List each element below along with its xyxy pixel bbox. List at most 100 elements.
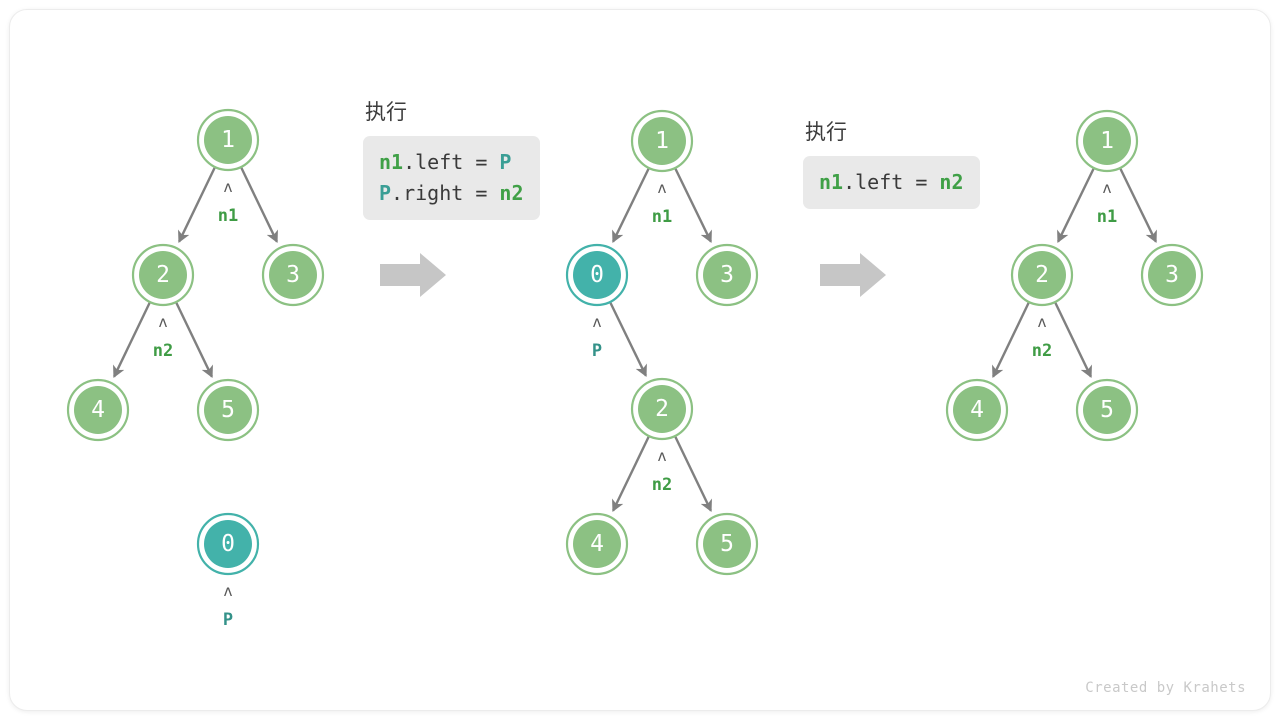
- tree-node-2[interactable]: 2: [1010, 243, 1074, 307]
- tree-node-1[interactable]: 1: [1075, 109, 1139, 173]
- code-token: n1: [819, 170, 844, 194]
- tree-edge: [175, 302, 213, 378]
- pointer-label-n2: n2: [1032, 341, 1052, 361]
- node-outer-ring: [196, 378, 260, 442]
- tree-node-3[interactable]: 3: [1140, 243, 1204, 307]
- tree-node-2[interactable]: 2: [630, 377, 694, 441]
- tree-edge: [612, 168, 650, 243]
- pointer-caret-icon: ʌ: [592, 313, 601, 331]
- node-value: 3: [720, 262, 734, 288]
- node-circle: [638, 117, 686, 165]
- tree-node-5[interactable]: 5: [695, 512, 759, 576]
- pointer-label-n2: n2: [153, 341, 173, 361]
- node-circle: [204, 386, 252, 434]
- node-value: 4: [91, 397, 105, 423]
- tree-edge: [674, 168, 712, 243]
- node-outer-ring: [66, 378, 130, 442]
- tree-edge: [674, 436, 712, 512]
- node-outer-ring: [261, 243, 325, 307]
- pointer-label-P: P: [223, 610, 233, 630]
- code-line: n1.left = n2: [819, 167, 964, 198]
- tree-node-3[interactable]: 3: [261, 243, 325, 307]
- node-outer-ring: [1140, 243, 1204, 307]
- node-outer-ring: [630, 109, 694, 173]
- node-circle: [638, 385, 686, 433]
- pointer-label-n1: n1: [218, 206, 238, 226]
- node-circle: [74, 386, 122, 434]
- transition-arrow-icon: [820, 253, 886, 297]
- tree-node-5[interactable]: 5: [196, 378, 260, 442]
- tree-edge: [1057, 168, 1095, 243]
- node-value: 1: [1100, 128, 1114, 154]
- node-outer-ring: [565, 512, 629, 576]
- node-value: 4: [590, 531, 604, 557]
- node-value: 1: [655, 128, 669, 154]
- pointer-caret-icon: ʌ: [158, 313, 167, 331]
- node-circle: [573, 520, 621, 568]
- tree-node-4[interactable]: 4: [945, 378, 1009, 442]
- code-token: P: [379, 181, 392, 205]
- pointer-caret-icon: ʌ: [223, 582, 232, 600]
- node-outer-ring: [196, 512, 260, 576]
- pointer-caret-icon: ʌ: [1037, 313, 1046, 331]
- node-outer-ring: [1010, 243, 1074, 307]
- code-token: n1: [379, 150, 404, 174]
- node-circle: [573, 251, 621, 299]
- tree-node-4[interactable]: 4: [565, 512, 629, 576]
- node-value: 4: [970, 397, 984, 423]
- node-circle: [703, 251, 751, 299]
- tree-edge: [1119, 168, 1157, 243]
- node-value: 3: [1165, 262, 1179, 288]
- node-outer-ring: [1075, 378, 1139, 442]
- code-token: n2: [939, 170, 964, 194]
- panel-after: 1 ʌ n1 2 ʌ n2 3 4 5: [945, 109, 1204, 442]
- step-2-code: n1.left = n2: [803, 156, 980, 209]
- node-circle: [1083, 386, 1131, 434]
- tree-node-1[interactable]: 1: [630, 109, 694, 173]
- tree-node-3[interactable]: 3: [695, 243, 759, 307]
- tree-node-0[interactable]: 0: [565, 243, 629, 307]
- credit-watermark: Created by Krahets: [1085, 680, 1246, 696]
- node-value: 5: [720, 531, 734, 557]
- node-outer-ring: [695, 243, 759, 307]
- pointer-caret-icon: ʌ: [1102, 179, 1111, 197]
- node-outer-ring: [695, 512, 759, 576]
- tree-node-4[interactable]: 4: [66, 378, 130, 442]
- node-circle: [953, 386, 1001, 434]
- node-circle: [703, 520, 751, 568]
- tree-edge: [609, 302, 647, 377]
- transition-arrow-icon: [380, 253, 446, 297]
- node-outer-ring: [945, 378, 1009, 442]
- node-outer-ring: [1075, 109, 1139, 173]
- pointer-label-n2: n2: [652, 475, 672, 495]
- node-outer-ring: [196, 108, 260, 172]
- node-circle: [1083, 117, 1131, 165]
- tree-node-0[interactable]: 0: [196, 512, 260, 576]
- pointer-label-n1: n1: [1097, 207, 1117, 227]
- tree-edge: [178, 167, 216, 243]
- node-value: 1: [221, 127, 235, 153]
- code-token: P: [499, 150, 512, 174]
- node-value: 2: [655, 396, 669, 422]
- node-outer-ring: [630, 377, 694, 441]
- node-circle: [204, 116, 252, 164]
- tree-node-2[interactable]: 2: [131, 243, 195, 307]
- tree-node-5[interactable]: 5: [1075, 378, 1139, 442]
- tree-edge: [612, 436, 650, 512]
- step-1-title: 执行: [365, 100, 407, 124]
- code-token: .right =: [391, 181, 500, 205]
- node-value: 2: [1035, 262, 1049, 288]
- step-2-title: 执行: [805, 120, 847, 144]
- node-circle: [204, 520, 252, 568]
- tree-edge: [992, 302, 1030, 378]
- tree-edge: [1054, 302, 1092, 378]
- node-circle: [1018, 251, 1066, 299]
- code-token: .left =: [403, 150, 500, 174]
- tree-node-1[interactable]: 1: [196, 108, 260, 172]
